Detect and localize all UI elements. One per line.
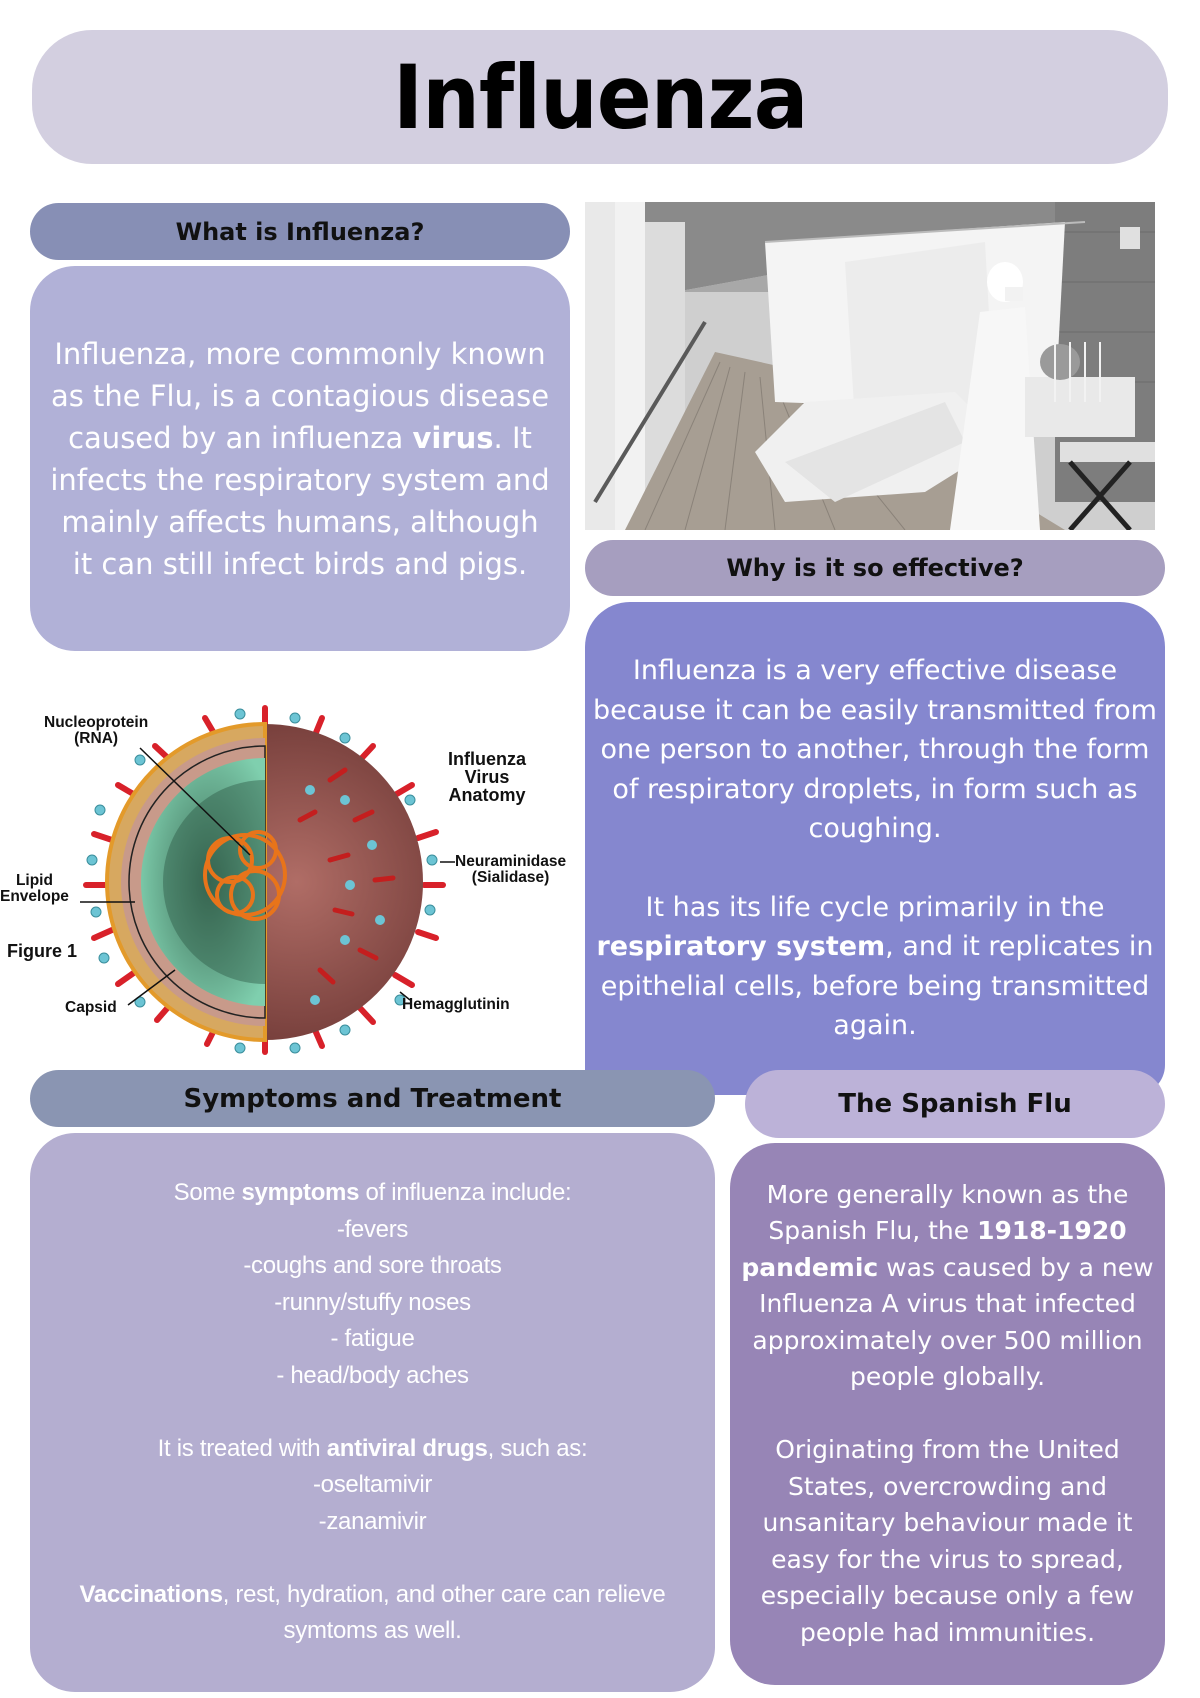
label-neuraminidase: Neuraminidase (Sialidase) [455,853,567,886]
symptom-item: -runny/stuffy noses [274,1288,471,1316]
what-is-influenza-body: Influenza, more commonly known as the Fl… [30,266,570,651]
spanish-paragraph-1: More generally known as the Spanish Flu,… [741,1179,1154,1392]
spanish-flu-heading: The Spanish Flu [745,1070,1165,1138]
drug-item: -zanamivir [318,1507,427,1535]
symptom-item: - head/body aches [276,1361,469,1389]
drug-item: -oseltamivir [312,1471,433,1499]
label-lipid-envelope: Lipid Envelope [0,872,69,905]
symptoms-treatment-heading: Symptoms and Treatment [30,1070,715,1127]
spanish-paragraph-2: Originating from the United States, over… [760,1435,1135,1647]
what-is-influenza-heading: What is Influenza? [30,203,570,260]
title-banner: Influenza [32,30,1168,164]
figure-caption: Figure 1 [7,941,78,961]
label-nucleoprotein: Nucleoprotein (RNA) [44,714,149,747]
label-capsid: Capsid [65,999,117,1016]
spanish-heading-text: The Spanish Flu [838,1089,1072,1119]
symptom-item: -fevers [336,1215,409,1243]
why-paragraph-2: It has its life cycle primarily in the r… [596,891,1154,1042]
spanish-flu-body: More generally known as the Spanish Flu,… [730,1143,1165,1685]
why-paragraph-1: Influenza is a very effective disease be… [593,655,1157,845]
what-heading-text: What is Influenza? [175,217,425,246]
why-heading-text: Why is it so effective? [726,554,1024,582]
why-effective-heading: Why is it so effective? [585,540,1165,596]
virus-illustration [80,705,455,1055]
symptoms-closing: Vaccinations, rest, hydration, and other… [79,1580,666,1645]
historical-hospital-photo [585,202,1155,530]
page-title: Influenza [392,45,808,149]
what-body-text: Influenza, more commonly known as the Fl… [50,336,550,581]
symptom-item: -coughs and sore throats [243,1252,502,1280]
symptoms-intro: Some symptoms of influenza include: [173,1179,572,1207]
photo-illustration [585,202,1155,530]
symptoms-treatment-body: Some symptoms of influenza include: -fev… [30,1133,715,1692]
treatment-intro: It is treated with antiviral drugs, such… [157,1434,588,1462]
symptoms-heading-text: Symptoms and Treatment [183,1083,562,1114]
label-hemagglutinin: Hemagglutinin [402,996,510,1013]
virus-figure-title: Influenza Virus Anatomy [448,749,527,805]
symptom-item: - fatigue [330,1325,415,1353]
virus-anatomy-figure: Nucleoprotein (RNA) Influenza Virus Anat… [0,700,590,1055]
why-effective-body: Influenza is a very effective disease be… [585,602,1165,1095]
